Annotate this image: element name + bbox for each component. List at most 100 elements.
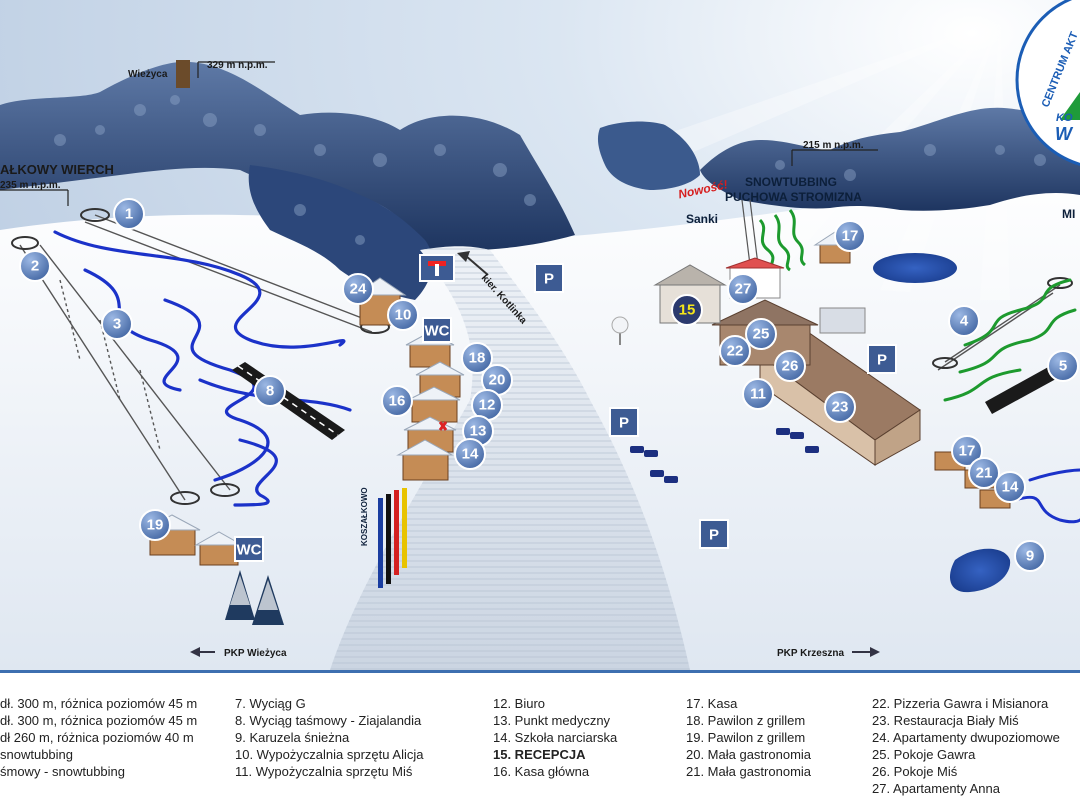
legend-item: 19. Pawilon z grillem [686,730,806,745]
flags [378,488,407,588]
marker-2[interactable]: 2 [19,250,51,282]
peak-szymbark: AŁKOWY WIERCH 235 m n.p.m. [0,162,114,206]
svg-text:21: 21 [976,465,993,482]
logo-brand-line2: W [1055,124,1074,144]
legend-item: 21. Mała gastronomia [686,764,812,779]
legend-item: 8. Wyciąg taśmowy - Ziajalandia [235,713,422,728]
svg-text:14: 14 [462,446,479,463]
wc-sign: WC [234,536,264,562]
wc-signs: WC WC [234,317,452,562]
legend-item: 23. Restauracja Biały Miś [872,713,1019,728]
parking-sign: P [699,519,729,549]
marker-19[interactable]: 19 [139,509,171,541]
legend-item: 14. Szkoła narciarska [493,730,618,745]
svg-text:P: P [877,352,887,369]
svg-text:P: P [544,271,554,288]
pkp-wiezyca-label: PKP Wieżyca [224,648,287,659]
forest-texture [54,95,1046,245]
marker-18[interactable]: 18 [461,342,493,374]
svg-text:20: 20 [489,372,506,389]
road-tracks [330,246,690,670]
mountain-forest-slope [248,165,433,300]
legend-item: 10. Wypożyczalnia sprzętu Alicja [235,747,424,762]
marker-21[interactable]: 21 [968,457,1000,489]
marker-10[interactable]: 10 [387,299,419,331]
peak-puchowa-elevation: 215 m n.p.m. [803,140,864,151]
marker-11[interactable]: 11 [742,378,774,410]
svg-text:13: 13 [470,423,487,440]
wc-sign: WC [422,317,452,343]
legend-item: 13. Punkt medyczny [493,713,611,728]
marker-15-reception[interactable]: 15 [671,294,703,326]
marker-14-right[interactable]: 14 [994,471,1026,503]
legend-item: 25. Pokoje Gawra [872,747,976,762]
svg-text:5: 5 [1059,358,1067,375]
marker-17-upper[interactable]: 17 [834,220,866,252]
marker-9[interactable]: 9 [1014,540,1046,572]
no-entry-sign [419,254,455,282]
ski-runs-right [1013,468,1080,524]
lake-lower [950,548,1011,593]
marker-16[interactable]: 16 [381,385,413,417]
svg-text:2: 2 [31,258,39,275]
svg-text:22: 22 [727,343,744,360]
marker-22[interactable]: 22 [719,335,751,367]
svg-text:23: 23 [832,399,849,416]
marker-5[interactable]: 5 [1047,350,1079,382]
marker-25[interactable]: 25 [745,318,777,350]
legend-item: 9. Karuzela śnieżna [235,730,350,745]
legend-item: 12. Biuro [493,696,546,711]
svg-text:P: P [709,527,719,544]
svg-text:27: 27 [735,281,752,298]
ski-resort-map: KOSZAŁKOWO Wieżyca 329 m n.p.m. AŁKOWY W… [0,0,1080,670]
marker-4[interactable]: 4 [948,305,980,337]
marker-24[interactable]: 24 [342,273,374,305]
lift-stations-right [932,277,1073,369]
sanki-label: Sanki [686,212,718,226]
mountain-puchowa [700,107,1080,211]
marker-8[interactable]: 8 [254,375,286,407]
legend-item: 18. Pawilon z grillem [686,713,806,728]
legend-column-4: 17. Kasa 18. Pawilon z grillem 19. Pawil… [686,695,811,780]
svg-text:12: 12 [479,397,496,414]
marker-1[interactable]: 1 [113,198,145,230]
svg-text:1: 1 [125,206,133,223]
legend-item-reception: 15. RECEPCJA [493,747,586,762]
marker-23[interactable]: 23 [824,391,856,423]
svg-text:9: 9 [1026,548,1034,565]
legend-item: 17. Kasa [686,696,738,711]
mountain-small [597,121,700,190]
marker-20[interactable]: 20 [481,364,513,396]
legend-item: 16. Kasa główna [493,764,590,779]
marker-3[interactable]: 3 [101,308,133,340]
peak-szymbark-elevation: 235 m n.p.m. [0,180,61,191]
svg-text:26: 26 [782,358,799,375]
legend-item: 27. Apartamenty Anna [872,781,1000,796]
legend-item: 20. Mała gastronomia [686,747,812,762]
marker-26[interactable]: 26 [774,350,806,382]
marker-27[interactable]: 27 [727,273,759,305]
legend-item: snowtubbing [0,747,73,762]
svg-text:16: 16 [389,393,406,410]
markers: 1 2 3 8 19 24 10 18 20 16 12 13 14 27 15… [19,198,1079,572]
lake-upper [873,253,957,283]
legend-item: dł. 300 m, różnica poziomów 45 m [0,696,198,711]
tubbing-lift [741,199,759,266]
marker-17-lower[interactable]: 17 [951,435,983,467]
snowy-trees [225,316,629,625]
peak-puchowa-line1: SNOWTUBBING [745,175,837,189]
legend-panel: dł. 300 m, różnica poziomów 45 m dł. 300… [0,670,1080,808]
svg-text:25: 25 [753,326,770,343]
logo-brand-line1: KO [1056,112,1073,124]
lift-lines-left [19,214,381,501]
svg-text:18: 18 [469,350,486,367]
parking-sign: P [867,344,897,374]
marker-14[interactable]: 14 [454,438,486,470]
svg-text:P: P [619,415,629,432]
pkp-wiezyca: PKP Wieżyca [190,647,287,659]
svg-text:8: 8 [266,383,274,400]
legend-item: 24. Apartamenty dwupoziomowe [872,730,1060,745]
svg-text:3: 3 [113,316,121,333]
resort-logo: CENTRUM AKT KO W [1015,0,1080,166]
legend-item: śmowy - snowtubbing [0,764,125,779]
